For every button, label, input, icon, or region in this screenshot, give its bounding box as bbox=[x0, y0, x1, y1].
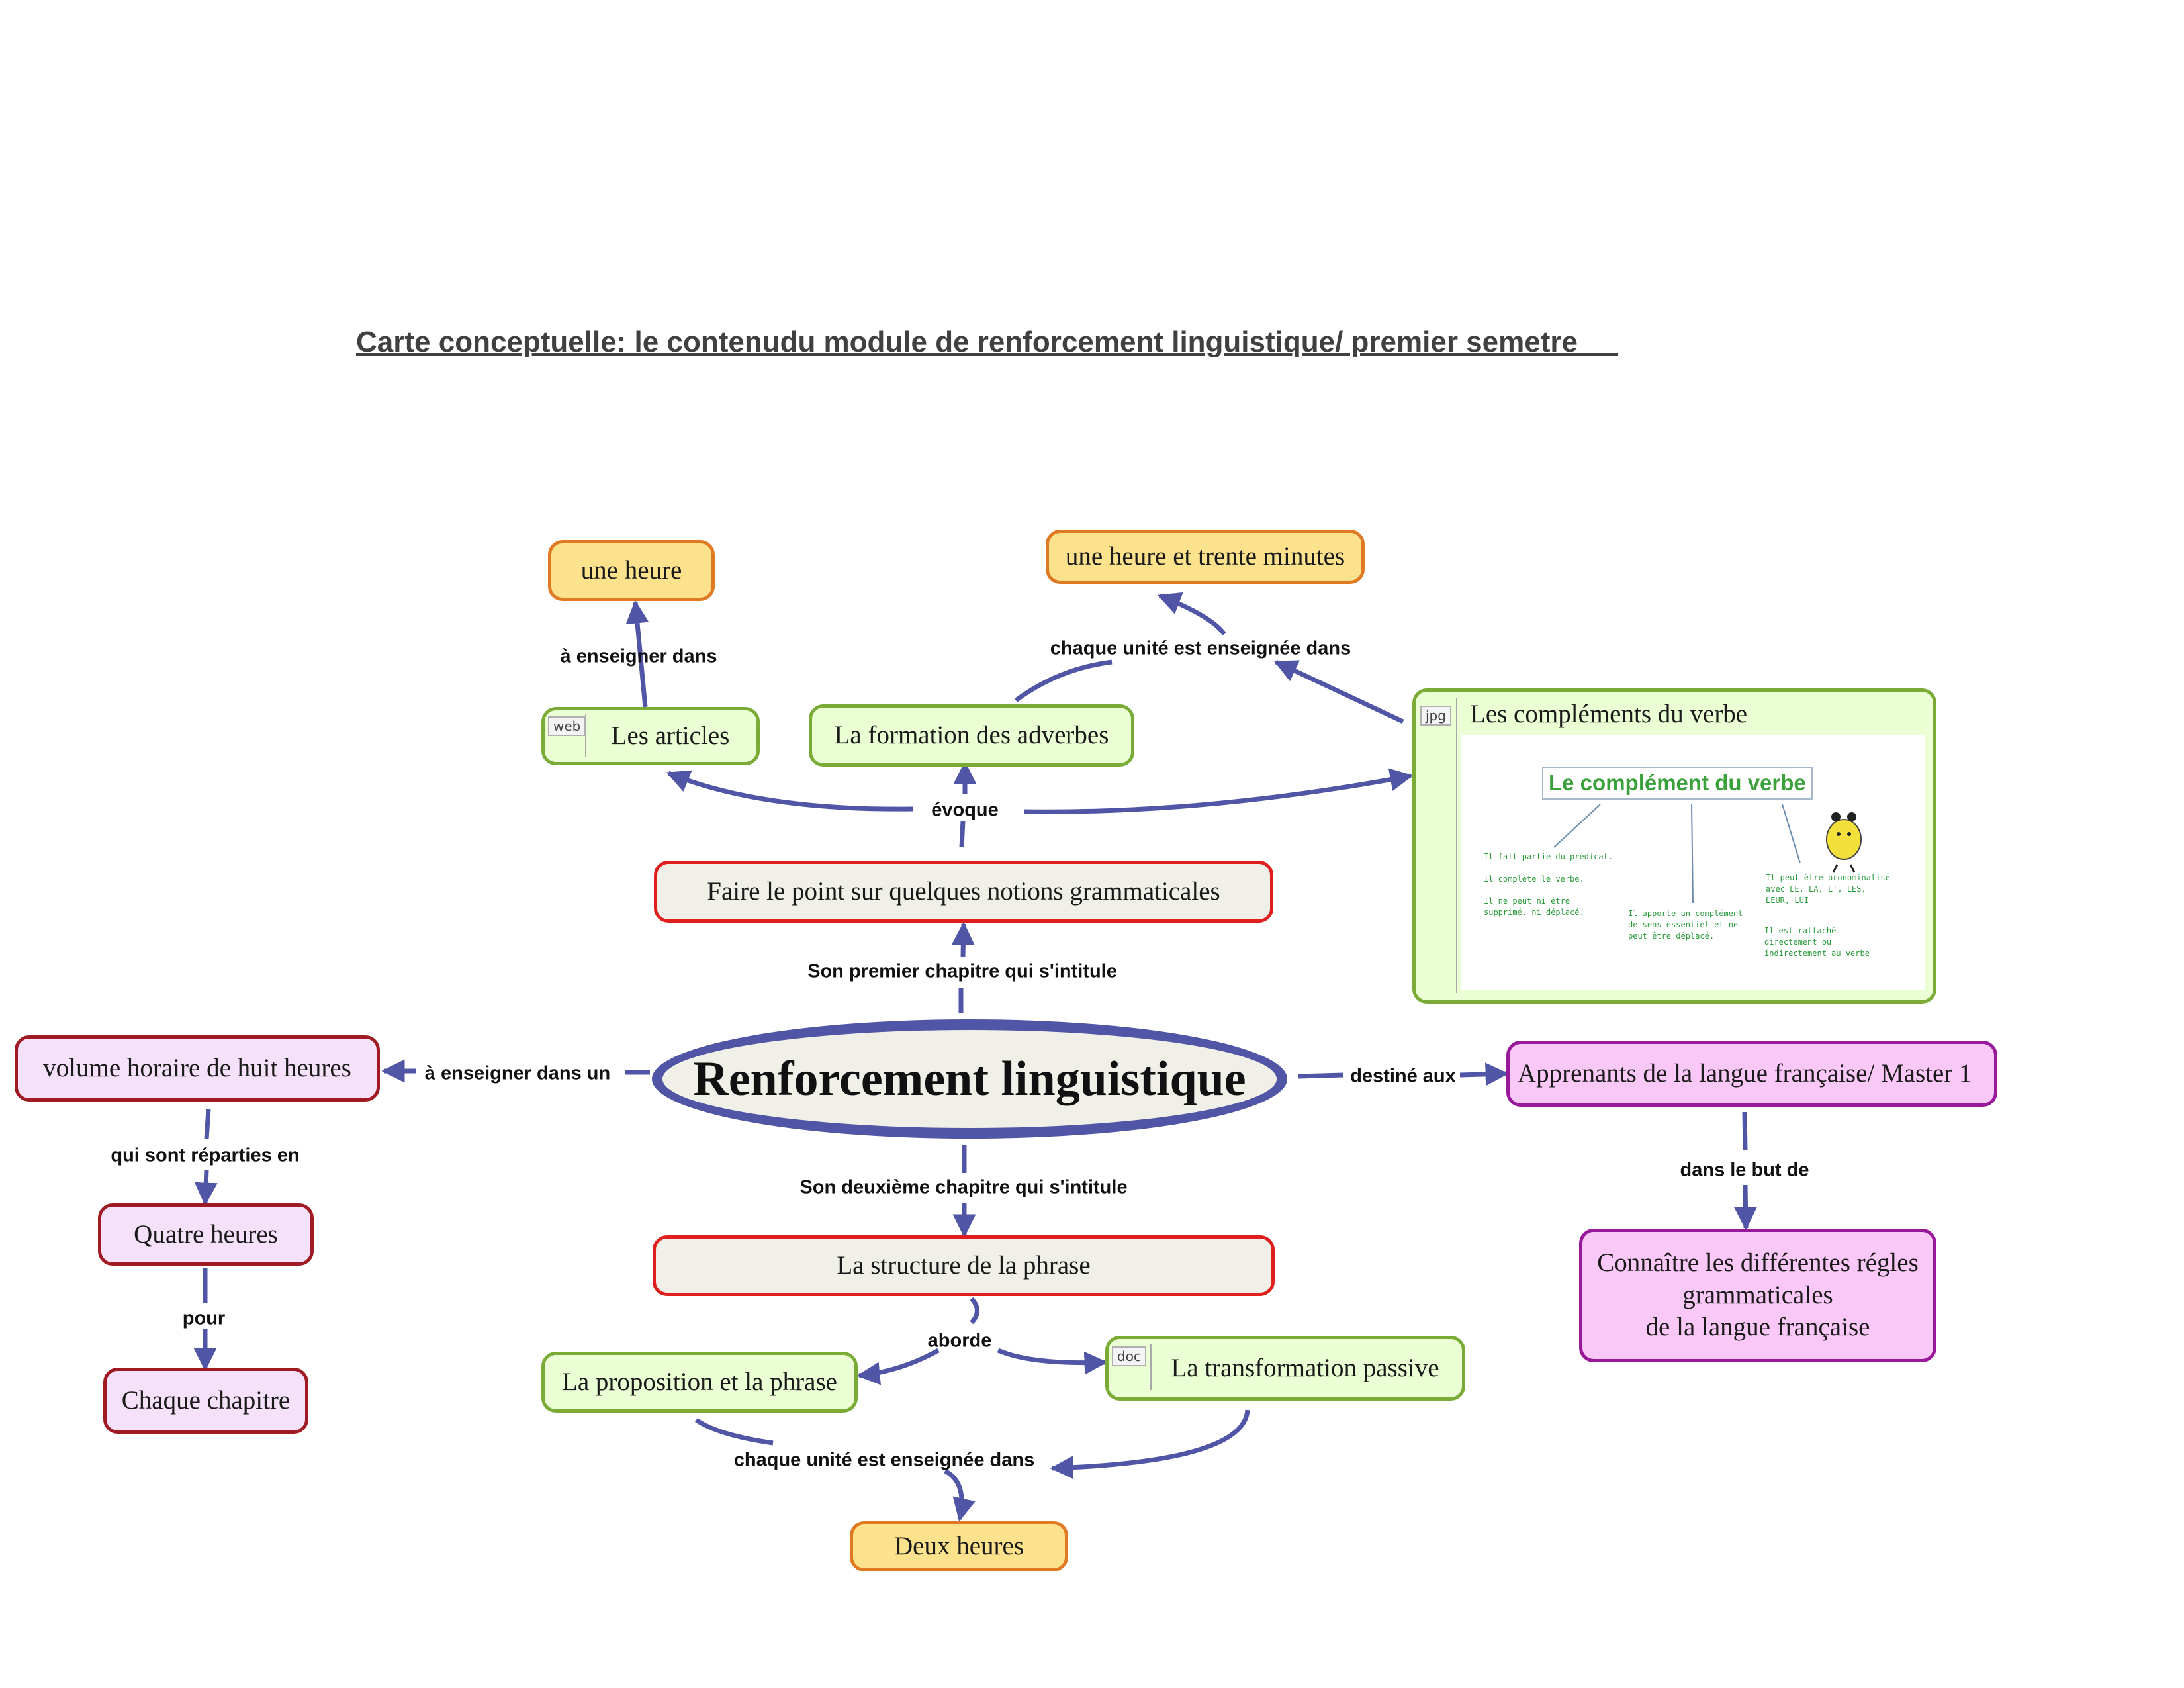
node-proposition-phrase[interactable]: La proposition et la phrase bbox=[541, 1352, 858, 1413]
node-une-heure[interactable]: une heure bbox=[548, 540, 715, 601]
link-chaque-unite-to-deux-heures bbox=[944, 1468, 976, 1522]
image-connectors bbox=[1553, 804, 1862, 904]
link-proposition-to-chaque-unite bbox=[695, 1418, 774, 1446]
link-label-dans-le-but-de: dans le but de bbox=[1680, 1159, 1809, 1181]
link-label-chaque-unite-top: chaque unité est enseignée dans bbox=[1050, 637, 1351, 659]
link-son-premier-to-faire bbox=[951, 921, 975, 957]
link-label-a-enseigner-dans-un: à enseigner dans un bbox=[424, 1062, 611, 1084]
web-attachment-icon[interactable]: web bbox=[548, 716, 586, 736]
link-chaque-unite-to-trente bbox=[1157, 592, 1226, 636]
link-destine-to-apprenants bbox=[1459, 1062, 1509, 1086]
image-text-col2: Il apporte un complément de sens essenti… bbox=[1628, 909, 1743, 941]
page-title: Carte conceptuelle: le contenudu module … bbox=[356, 326, 1619, 358]
link-label-aborde: aborde bbox=[927, 1330, 992, 1352]
image-text-col4: Il est rattaché directement ou indirecte… bbox=[1764, 926, 1870, 958]
link-complements-to-chaque-unite bbox=[1273, 659, 1404, 724]
link-evoque-to-complements bbox=[1024, 768, 1414, 814]
link-label-evoque: évoque bbox=[931, 799, 999, 821]
doc-attachment-icon[interactable]: doc bbox=[1112, 1346, 1146, 1366]
node-formation-adverbes[interactable]: La formation des adverbes bbox=[809, 704, 1134, 767]
tag-separator bbox=[1456, 698, 1457, 993]
node-transformation-passive[interactable]: La transformation passive bbox=[1105, 1336, 1465, 1401]
node-les-articles-label: Les articles bbox=[611, 721, 730, 750]
tag-separator bbox=[585, 714, 586, 757]
link-label-son-premier: Son premier chapitre qui s'intitule bbox=[807, 961, 1117, 982]
link-repartites-to-quatre bbox=[194, 1170, 218, 1206]
link-label-destine-aux: destiné aux bbox=[1350, 1065, 1456, 1087]
link-label-chaque-unite-bottom: chaque unité est enseignée dans bbox=[733, 1449, 1035, 1471]
link-transformation-to-chaque-unite bbox=[1050, 1409, 1250, 1479]
link-evoque-to-articles bbox=[666, 770, 914, 812]
tag-separator bbox=[1150, 1344, 1152, 1390]
link-label-pour: pour bbox=[182, 1307, 226, 1329]
node-structure-phrase[interactable]: La structure de la phrase bbox=[653, 1235, 1275, 1296]
link-faire-to-evoque bbox=[959, 820, 966, 848]
link-central-to-destine bbox=[1298, 1072, 1344, 1079]
link-label-a-enseigner-dans: à enseigner dans bbox=[560, 645, 717, 667]
node-deux-heures[interactable]: Deux heures bbox=[850, 1521, 1068, 1571]
link-aborde-to-proposition bbox=[856, 1348, 940, 1385]
link-structure-to-aborde bbox=[970, 1297, 979, 1325]
node-une-heure-trente[interactable]: une heure et trente minutes bbox=[1046, 530, 1365, 584]
link-adverbes-to-chaque-unite bbox=[1014, 659, 1113, 702]
link-aborde-to-transformation bbox=[997, 1348, 1108, 1375]
node-faire-le-point[interactable]: Faire le point sur quelques notions gram… bbox=[654, 861, 1273, 923]
node-complements-verbe-label: Les compléments du verbe bbox=[1470, 700, 1748, 728]
jpg-attachment-icon[interactable]: jpg bbox=[1420, 706, 1451, 726]
link-but-to-connaitre bbox=[1734, 1184, 1758, 1231]
node-transformation-passive-label: La transformation passive bbox=[1171, 1353, 1439, 1382]
node-apprenants[interactable]: Apprenants de la langue française/ Maste… bbox=[1506, 1041, 1997, 1107]
image-title: Le complément du verbe bbox=[1542, 767, 1813, 800]
embedded-image-complement-du-verbe: Le complément du verbe Il fait partie du… bbox=[1461, 735, 1925, 990]
node-chaque-chapitre[interactable]: Chaque chapitre bbox=[103, 1368, 308, 1434]
node-volume-horaire[interactable]: volume horaire de huit heures bbox=[15, 1035, 380, 1102]
image-text-col3: Il peut être pronominalisé avec LE, LA, … bbox=[1766, 873, 1890, 905]
link-articles-to-une-heure bbox=[625, 600, 649, 708]
node-connaitre[interactable]: Connaître les différentes régles grammat… bbox=[1579, 1229, 1936, 1362]
node-quatre-heures[interactable]: Quatre heures bbox=[98, 1203, 314, 1266]
link-volume-to-repartites bbox=[204, 1109, 211, 1139]
link-label-qui-sont-reparties: qui sont réparties en bbox=[111, 1145, 300, 1166]
image-text-col1: Il fait partie du prédicat. Il complète … bbox=[1484, 852, 1614, 917]
link-label-son-deuxieme: Son deuxième chapitre qui s'intitule bbox=[799, 1176, 1128, 1198]
cartoon-character-icon bbox=[1826, 812, 1862, 873]
central-node[interactable]: Renforcement linguistique bbox=[652, 1019, 1287, 1139]
